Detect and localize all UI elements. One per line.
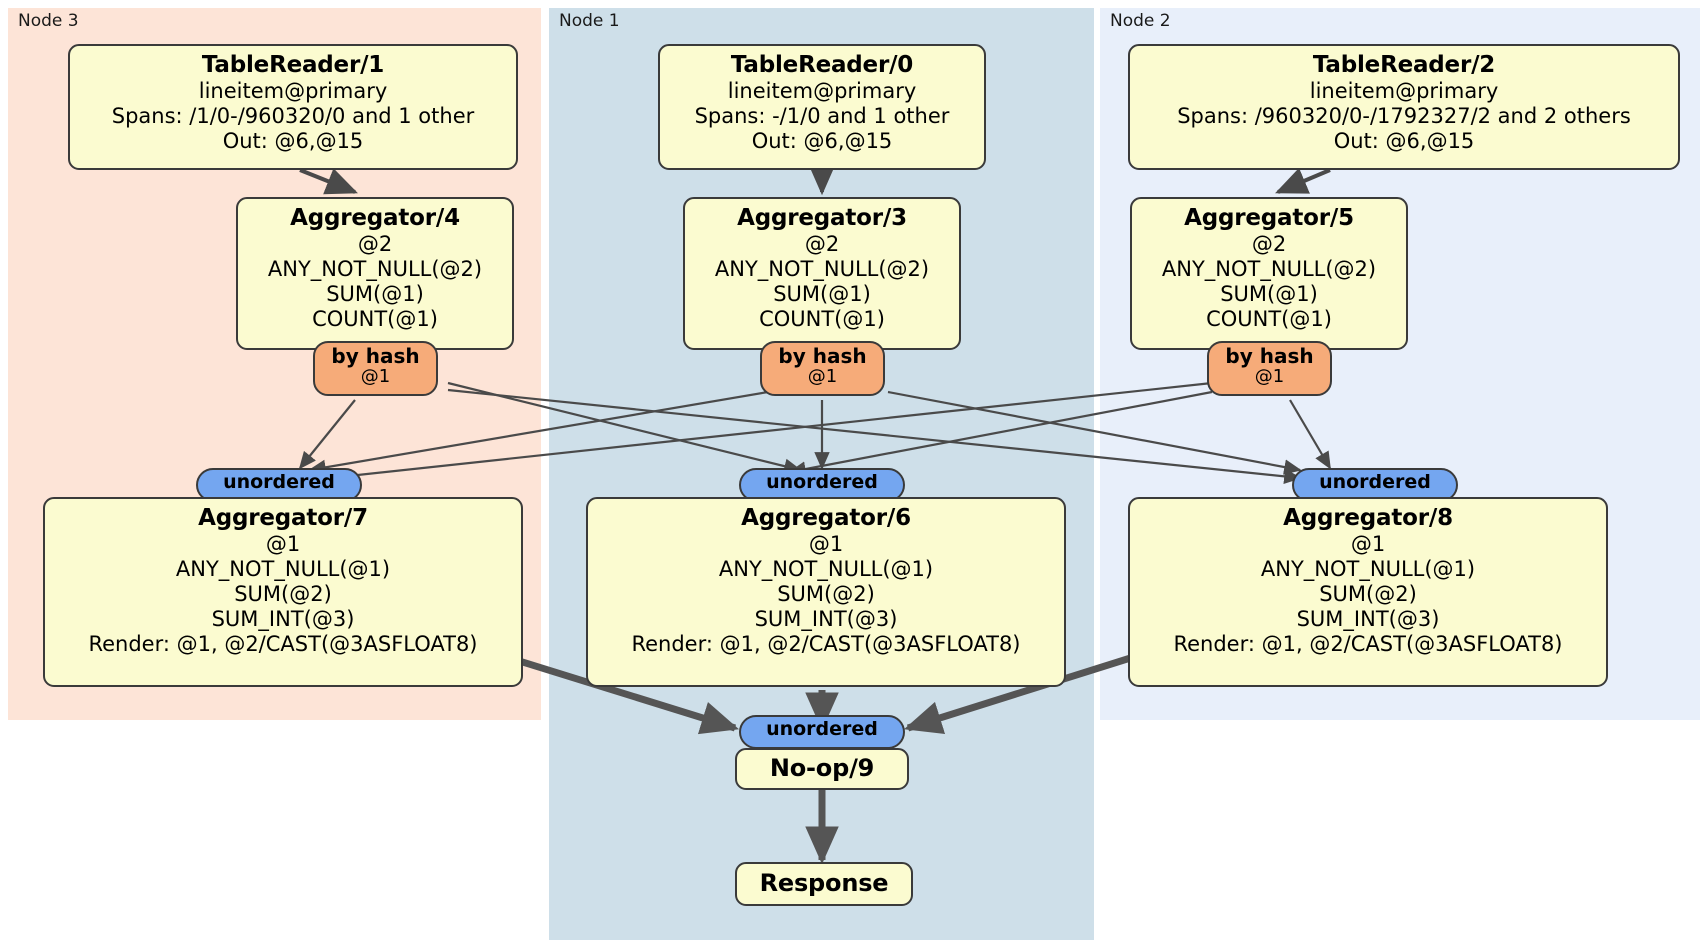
synchronizer-title: unordered — [766, 718, 878, 740]
processor-detail: COUNT(@1) — [759, 307, 885, 331]
processor-detail: Out: @6,@15 — [222, 129, 364, 154]
processor-detail: ANY_NOT_NULL(@1) — [175, 557, 391, 582]
processor-title: Aggregator/6 — [741, 505, 911, 531]
processor-detail: @2 — [357, 232, 393, 257]
processor-detail: lineitem@primary — [198, 79, 388, 104]
router-columns: @1 — [1254, 366, 1285, 388]
processor-detail: lineitem@primary — [727, 79, 917, 104]
region-label-node-1: Node 1 — [559, 11, 620, 31]
processor-detail: SUM_INT(@3) — [1296, 607, 1440, 631]
processor-detail: lineitem@primary — [1309, 79, 1499, 104]
processor-aggregator-7[interactable]: Aggregator/7 @1 ANY_NOT_NULL(@1) SUM(@2)… — [43, 497, 523, 687]
router-title: by hash — [331, 344, 420, 368]
processor-title: TableReader/2 — [1312, 52, 1496, 78]
processor-render: Render: @1, @2/CAST(@3ASFLOAT8) — [88, 631, 478, 656]
processor-title: TableReader/1 — [201, 52, 385, 78]
synchronizer-unordered-aggregator-7[interactable]: unordered — [196, 468, 362, 502]
router-by-hash-aggregator-3[interactable]: by hash @1 — [760, 341, 885, 396]
processor-title: TableReader/0 — [730, 52, 914, 78]
processor-detail: COUNT(@1) — [1206, 307, 1332, 331]
synchronizer-unordered-final[interactable]: unordered — [739, 715, 905, 749]
synchronizer-title: unordered — [223, 471, 335, 493]
processor-detail: @2 — [804, 232, 840, 257]
region-label-node-3: Node 3 — [18, 11, 79, 31]
processor-detail: SUM(@1) — [326, 282, 424, 307]
processor-detail: @1 — [265, 532, 301, 557]
region-label-node-2: Node 2 — [1110, 11, 1171, 31]
processor-title: Aggregator/3 — [737, 205, 907, 231]
processor-table-reader-2[interactable]: TableReader/2 lineitem@primary Spans: /9… — [1128, 44, 1680, 170]
processor-detail: SUM_INT(@3) — [754, 607, 898, 631]
processor-detail: ANY_NOT_NULL(@2) — [714, 257, 930, 282]
processor-aggregator-5[interactable]: Aggregator/5 @2 ANY_NOT_NULL(@2) SUM(@1)… — [1130, 197, 1408, 350]
processor-aggregator-3[interactable]: Aggregator/3 @2 ANY_NOT_NULL(@2) SUM(@1)… — [683, 197, 961, 350]
processor-detail: @1 — [808, 532, 844, 557]
processor-detail: Spans: -/1/0 and 1 other — [694, 104, 950, 129]
processor-detail: SUM(@1) — [773, 282, 871, 307]
processor-aggregator-4[interactable]: Aggregator/4 @2 ANY_NOT_NULL(@2) SUM(@1)… — [236, 197, 514, 350]
processor-aggregator-6[interactable]: Aggregator/6 @1 ANY_NOT_NULL(@1) SUM(@2)… — [586, 497, 1066, 687]
router-by-hash-aggregator-5[interactable]: by hash @1 — [1207, 341, 1332, 396]
processor-title: Aggregator/8 — [1283, 505, 1453, 531]
router-columns: @1 — [807, 366, 838, 388]
processor-detail: SUM(@2) — [777, 582, 875, 607]
processor-detail: Spans: /1/0-/960320/0 and 1 other — [111, 104, 475, 129]
processor-title: Aggregator/4 — [290, 205, 460, 231]
synchronizer-title: unordered — [1319, 471, 1431, 493]
processor-aggregator-8[interactable]: Aggregator/8 @1 ANY_NOT_NULL(@1) SUM(@2)… — [1128, 497, 1608, 687]
router-columns: @1 — [360, 366, 391, 388]
processor-detail: Spans: /960320/0-/1792327/2 and 2 others — [1177, 104, 1631, 129]
router-title: by hash — [778, 344, 867, 368]
processor-title: No-op/9 — [769, 753, 875, 782]
processor-render: Render: @1, @2/CAST(@3ASFLOAT8) — [1173, 631, 1563, 656]
processor-detail: ANY_NOT_NULL(@2) — [267, 257, 483, 282]
processor-table-reader-0[interactable]: TableReader/0 lineitem@primary Spans: -/… — [658, 44, 986, 170]
processor-detail: Out: @6,@15 — [1333, 129, 1475, 154]
processor-detail: COUNT(@1) — [312, 307, 438, 331]
processor-detail: SUM_INT(@3) — [211, 607, 355, 631]
processor-detail: Out: @6,@15 — [751, 129, 893, 154]
synchronizer-title: unordered — [766, 471, 878, 493]
router-title: by hash — [1225, 344, 1314, 368]
processor-detail: SUM(@1) — [1220, 282, 1318, 307]
processor-title: Aggregator/5 — [1184, 205, 1354, 231]
synchronizer-unordered-aggregator-6[interactable]: unordered — [739, 468, 905, 502]
router-by-hash-aggregator-4[interactable]: by hash @1 — [313, 341, 438, 396]
processor-detail: ANY_NOT_NULL(@1) — [1260, 557, 1476, 582]
processor-title: Response — [759, 868, 889, 897]
processor-title: Aggregator/7 — [198, 505, 368, 531]
processor-detail: ANY_NOT_NULL(@1) — [718, 557, 934, 582]
processor-detail: SUM(@2) — [234, 582, 332, 607]
processor-detail: @1 — [1350, 532, 1386, 557]
processor-response[interactable]: Response — [735, 862, 913, 906]
processor-table-reader-1[interactable]: TableReader/1 lineitem@primary Spans: /1… — [68, 44, 518, 170]
processor-render: Render: @1, @2/CAST(@3ASFLOAT8) — [631, 631, 1021, 656]
processor-detail: SUM(@2) — [1319, 582, 1417, 607]
processor-detail: @2 — [1251, 232, 1287, 257]
processor-detail: ANY_NOT_NULL(@2) — [1161, 257, 1377, 282]
processor-no-op-9[interactable]: No-op/9 — [735, 748, 909, 790]
